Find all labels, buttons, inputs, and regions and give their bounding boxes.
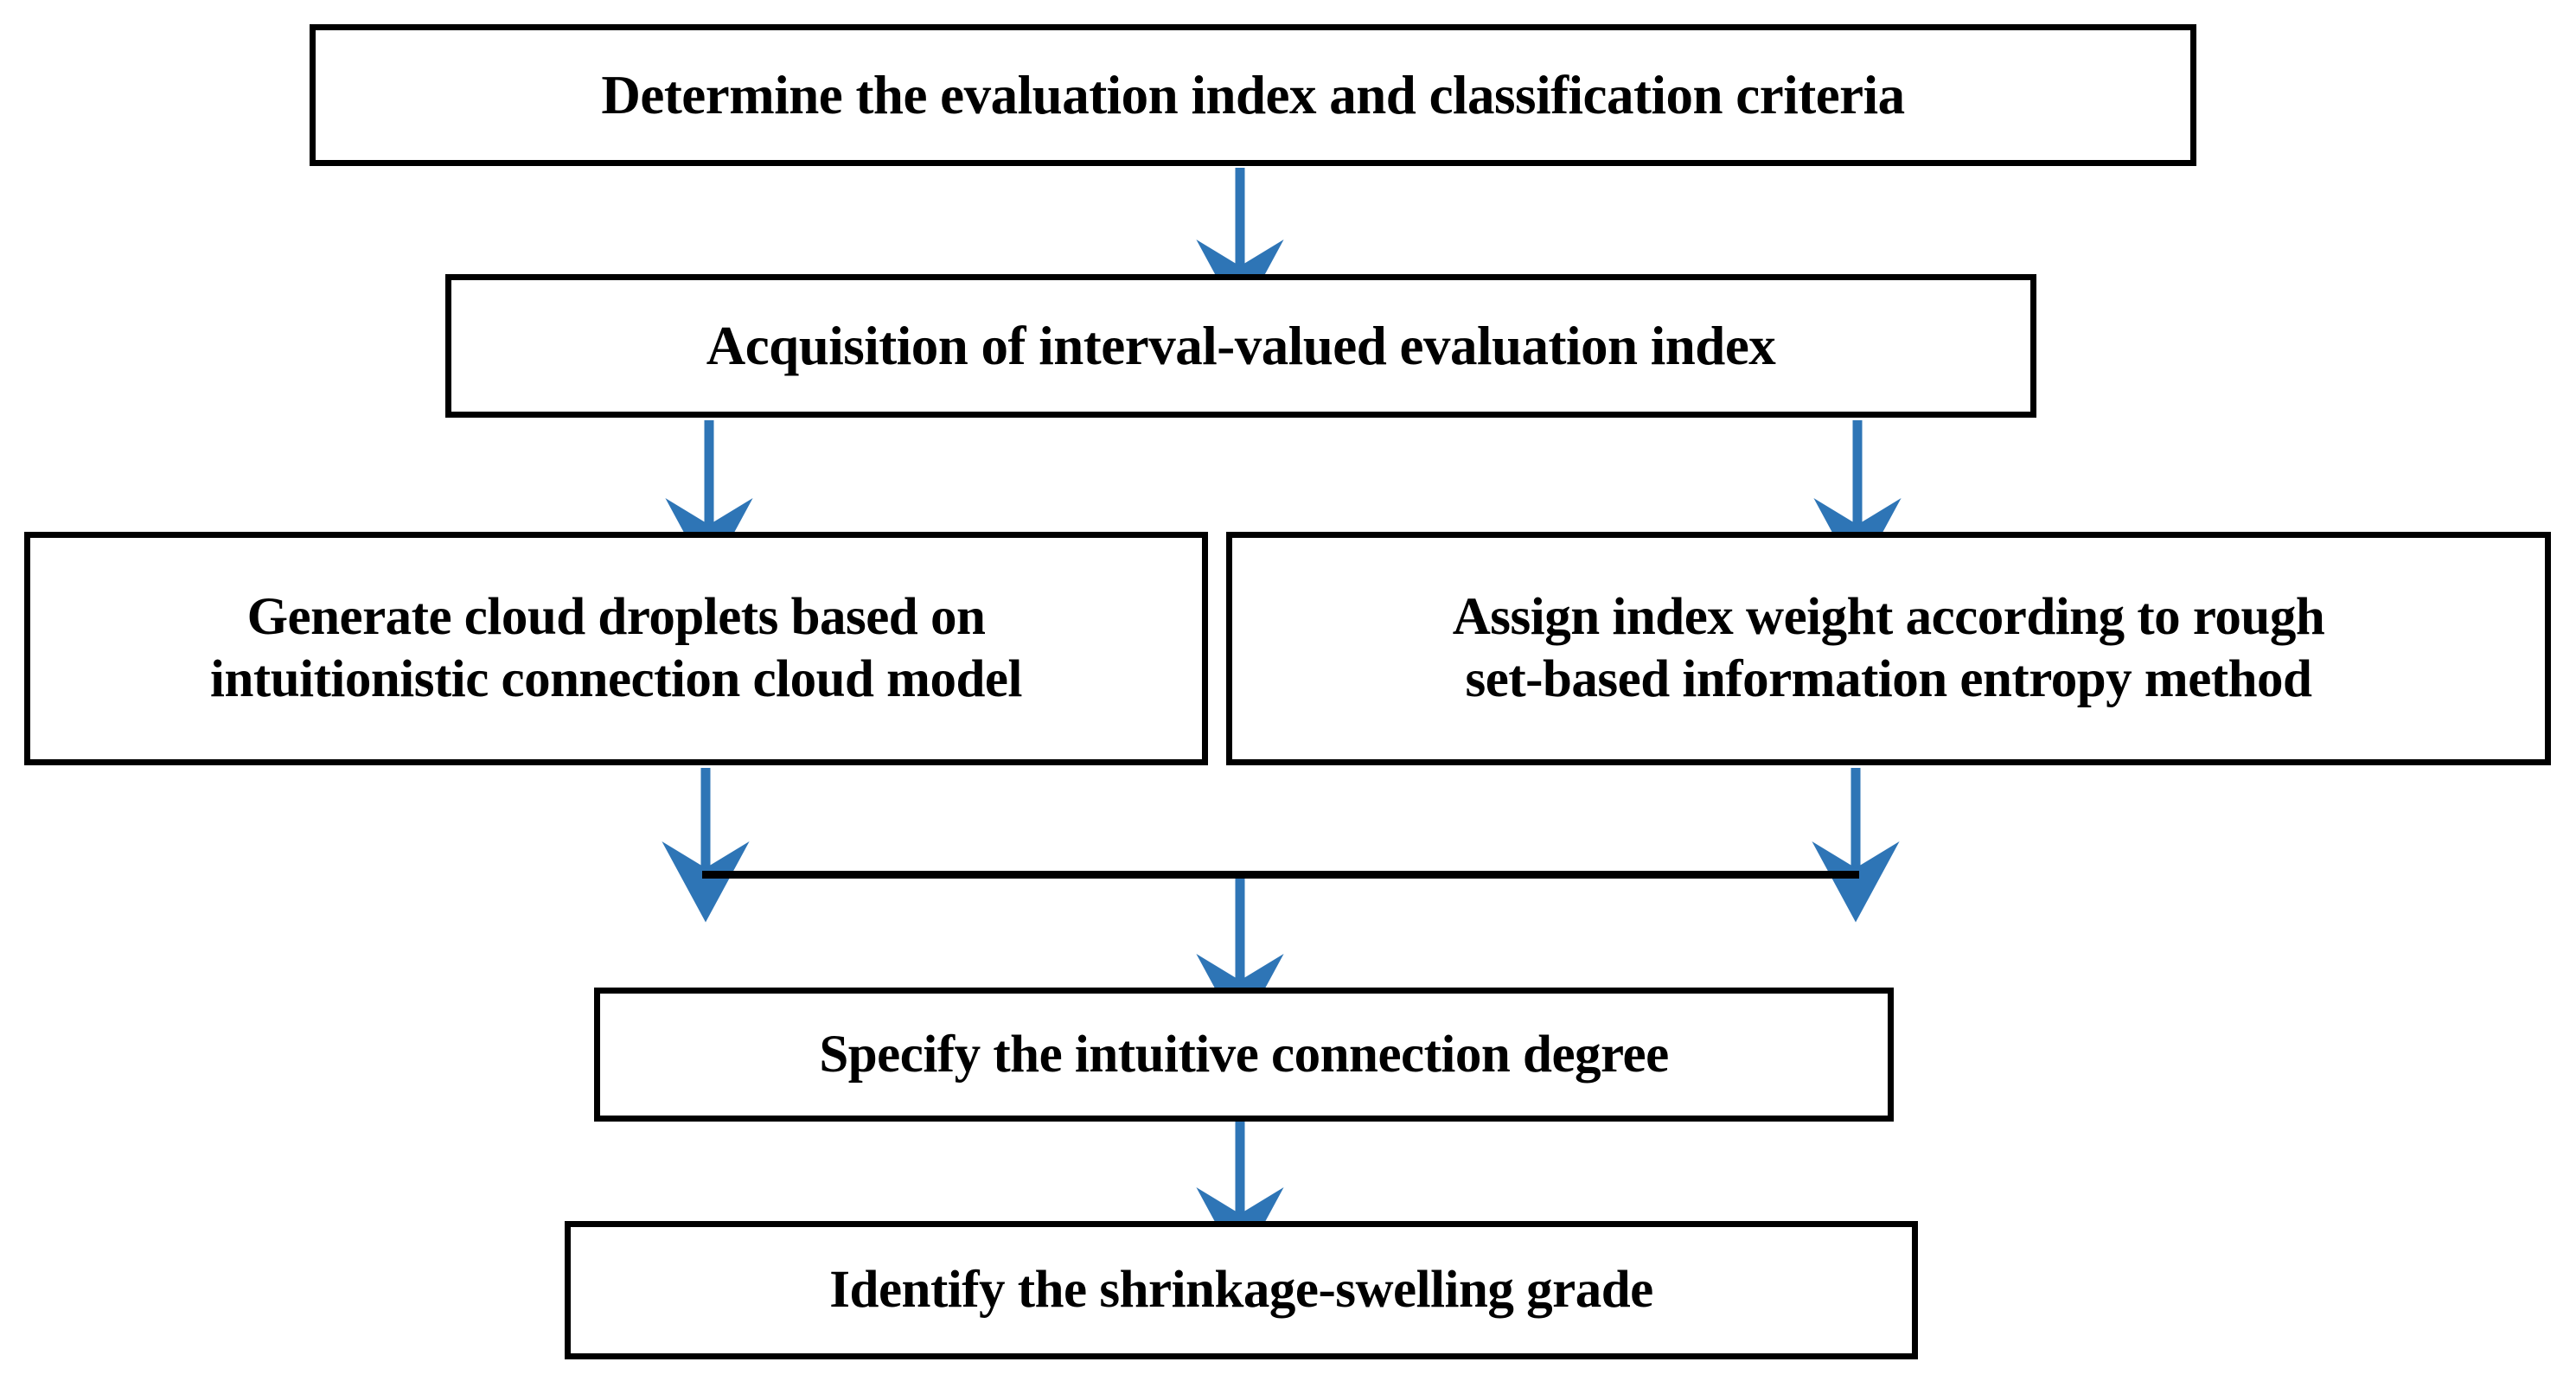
flow-node-index-weight[interactable]: Assign index weight according to rough s… (1226, 532, 2551, 765)
flow-node-acquisition-label: Acquisition of interval-valued evaluatio… (706, 315, 1776, 376)
flow-node-identify-grade[interactable]: Identify the shrinkage-swelling grade (565, 1221, 1918, 1359)
merge-bar (702, 871, 1859, 879)
flow-node-connection-degree[interactable]: Specify the intuitive connection degree (594, 988, 1894, 1122)
flow-node-acquisition[interactable]: Acquisition of interval-valued evaluatio… (445, 274, 2036, 418)
flow-node-cloud-droplets[interactable]: Generate cloud droplets based on intuiti… (24, 532, 1208, 765)
flow-node-determine-label: Determine the evaluation index and class… (601, 64, 1905, 125)
flow-node-index-weight-label: Assign index weight according to rough s… (1452, 588, 2325, 708)
flow-node-cloud-droplets-label: Generate cloud droplets based on intuiti… (210, 588, 1022, 708)
flow-node-identify-grade-label: Identify the shrinkage-swelling grade (829, 1261, 1653, 1320)
flow-node-connection-degree-label: Specify the intuitive connection degree (819, 1025, 1669, 1084)
flow-node-determine[interactable]: Determine the evaluation index and class… (310, 24, 2196, 166)
